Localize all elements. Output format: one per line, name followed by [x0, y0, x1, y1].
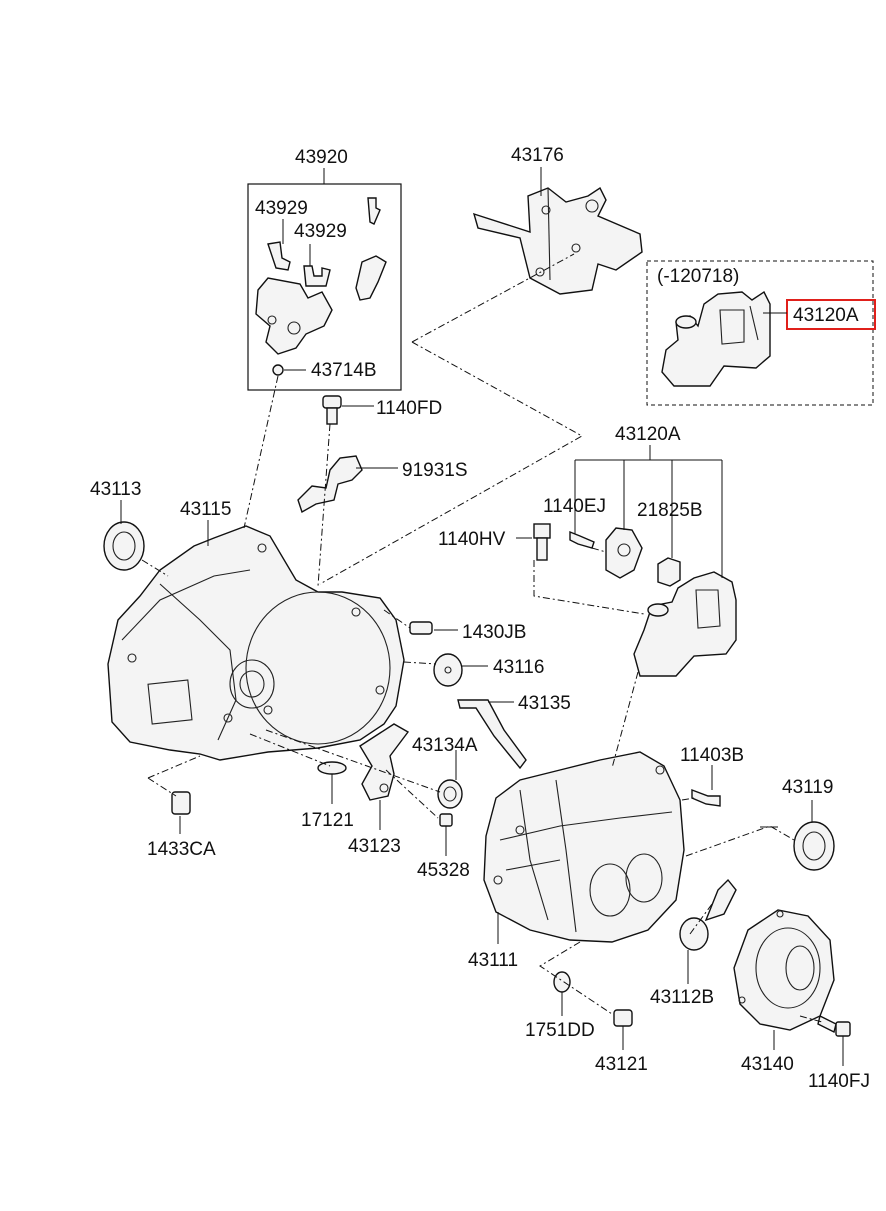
plate-43112b[interactable]	[679, 878, 737, 951]
bolt-1140ej[interactable]	[569, 530, 595, 549]
bolt-1140fd[interactable]	[322, 395, 342, 425]
label-1751dd[interactable]: 1751DD	[525, 1020, 595, 1041]
label-43123[interactable]: 43123	[348, 836, 401, 857]
label-91931s[interactable]: 91931S	[402, 460, 468, 481]
highlight-box-43120a[interactable]	[786, 299, 876, 330]
label-1430jb[interactable]: 1430JB	[462, 622, 526, 643]
label-1140fj[interactable]: 1140FJ	[808, 1071, 870, 1092]
dowel-1430jb[interactable]	[409, 621, 433, 635]
washer-1751dd[interactable]	[553, 971, 571, 993]
dowel-1433ca[interactable]	[171, 791, 191, 815]
oil-seal-17121[interactable]	[317, 761, 347, 775]
bracket-43176[interactable]	[472, 186, 643, 295]
stopper-43120a-sub[interactable]	[605, 527, 643, 579]
label-43113[interactable]: 43113	[90, 479, 141, 500]
label-43111[interactable]: 43111	[468, 950, 518, 971]
clutch-housing-43115[interactable]	[107, 525, 405, 761]
seal-43134a[interactable]	[437, 779, 463, 809]
pin-45328[interactable]	[439, 813, 453, 827]
bracket-91931s[interactable]	[297, 455, 363, 514]
part-labels: 43920 43929 43929 43714B 43176 (-120718)…	[90, 145, 870, 1092]
label-43121[interactable]: 43121	[595, 1054, 648, 1075]
label-43120a[interactable]: 43120A	[615, 424, 681, 445]
label-43929-b[interactable]: 43929	[294, 221, 347, 242]
bolt-1140hv[interactable]	[533, 523, 551, 561]
label-11403b[interactable]: 11403B	[680, 745, 744, 766]
label-1140hv[interactable]: 1140HV	[438, 529, 506, 550]
label-1140fd[interactable]: 1140FD	[376, 398, 442, 419]
label-21825b[interactable]: 21825B	[637, 500, 703, 521]
plate-43116[interactable]	[433, 653, 463, 687]
label-45328[interactable]: 45328	[417, 860, 470, 881]
label-43140[interactable]: 43140	[741, 1054, 794, 1075]
bolt-11403b[interactable]	[691, 788, 721, 807]
label-1433ca[interactable]: 1433CA	[147, 839, 216, 860]
leader-lines	[120, 167, 844, 1066]
label-43119[interactable]: 43119	[782, 777, 833, 798]
mount-bracket-43920[interactable]	[255, 197, 387, 376]
seal-43113[interactable]	[103, 521, 145, 571]
label-43920[interactable]: 43920	[295, 147, 348, 168]
bracket-43123[interactable]	[359, 723, 410, 801]
mount-43120a[interactable]	[633, 571, 737, 677]
label-17121[interactable]: 17121	[301, 810, 354, 831]
guide-43135[interactable]	[457, 699, 527, 770]
transaxle-case-43111[interactable]	[483, 751, 685, 943]
label-1140ej[interactable]: 1140EJ	[543, 496, 606, 517]
label-43112b[interactable]: 43112B	[650, 987, 714, 1008]
label-43120a-highlighted[interactable]: 43120A	[793, 305, 859, 326]
assembly-lines	[141, 253, 823, 1023]
label-43929-a[interactable]: 43929	[255, 198, 308, 219]
mount-43120a-superseded[interactable]	[661, 290, 771, 387]
label-43714b[interactable]: 43714B	[311, 360, 377, 381]
label-43134a[interactable]: 43134A	[412, 735, 478, 756]
cover-43140[interactable]	[733, 909, 835, 1031]
label-43176[interactable]: 43176	[511, 145, 564, 166]
plug-43121[interactable]	[613, 1009, 633, 1027]
label-43116[interactable]: 43116	[493, 657, 544, 678]
bushing-21825b[interactable]	[657, 557, 681, 587]
label-43115[interactable]: 43115	[180, 499, 231, 520]
label-supersede-date: (-120718)	[657, 266, 739, 287]
label-43135[interactable]: 43135	[518, 693, 571, 714]
superseded-assembly-box	[646, 260, 874, 406]
bolt-1140fj[interactable]	[817, 1014, 851, 1037]
seal-43119[interactable]	[793, 821, 835, 871]
